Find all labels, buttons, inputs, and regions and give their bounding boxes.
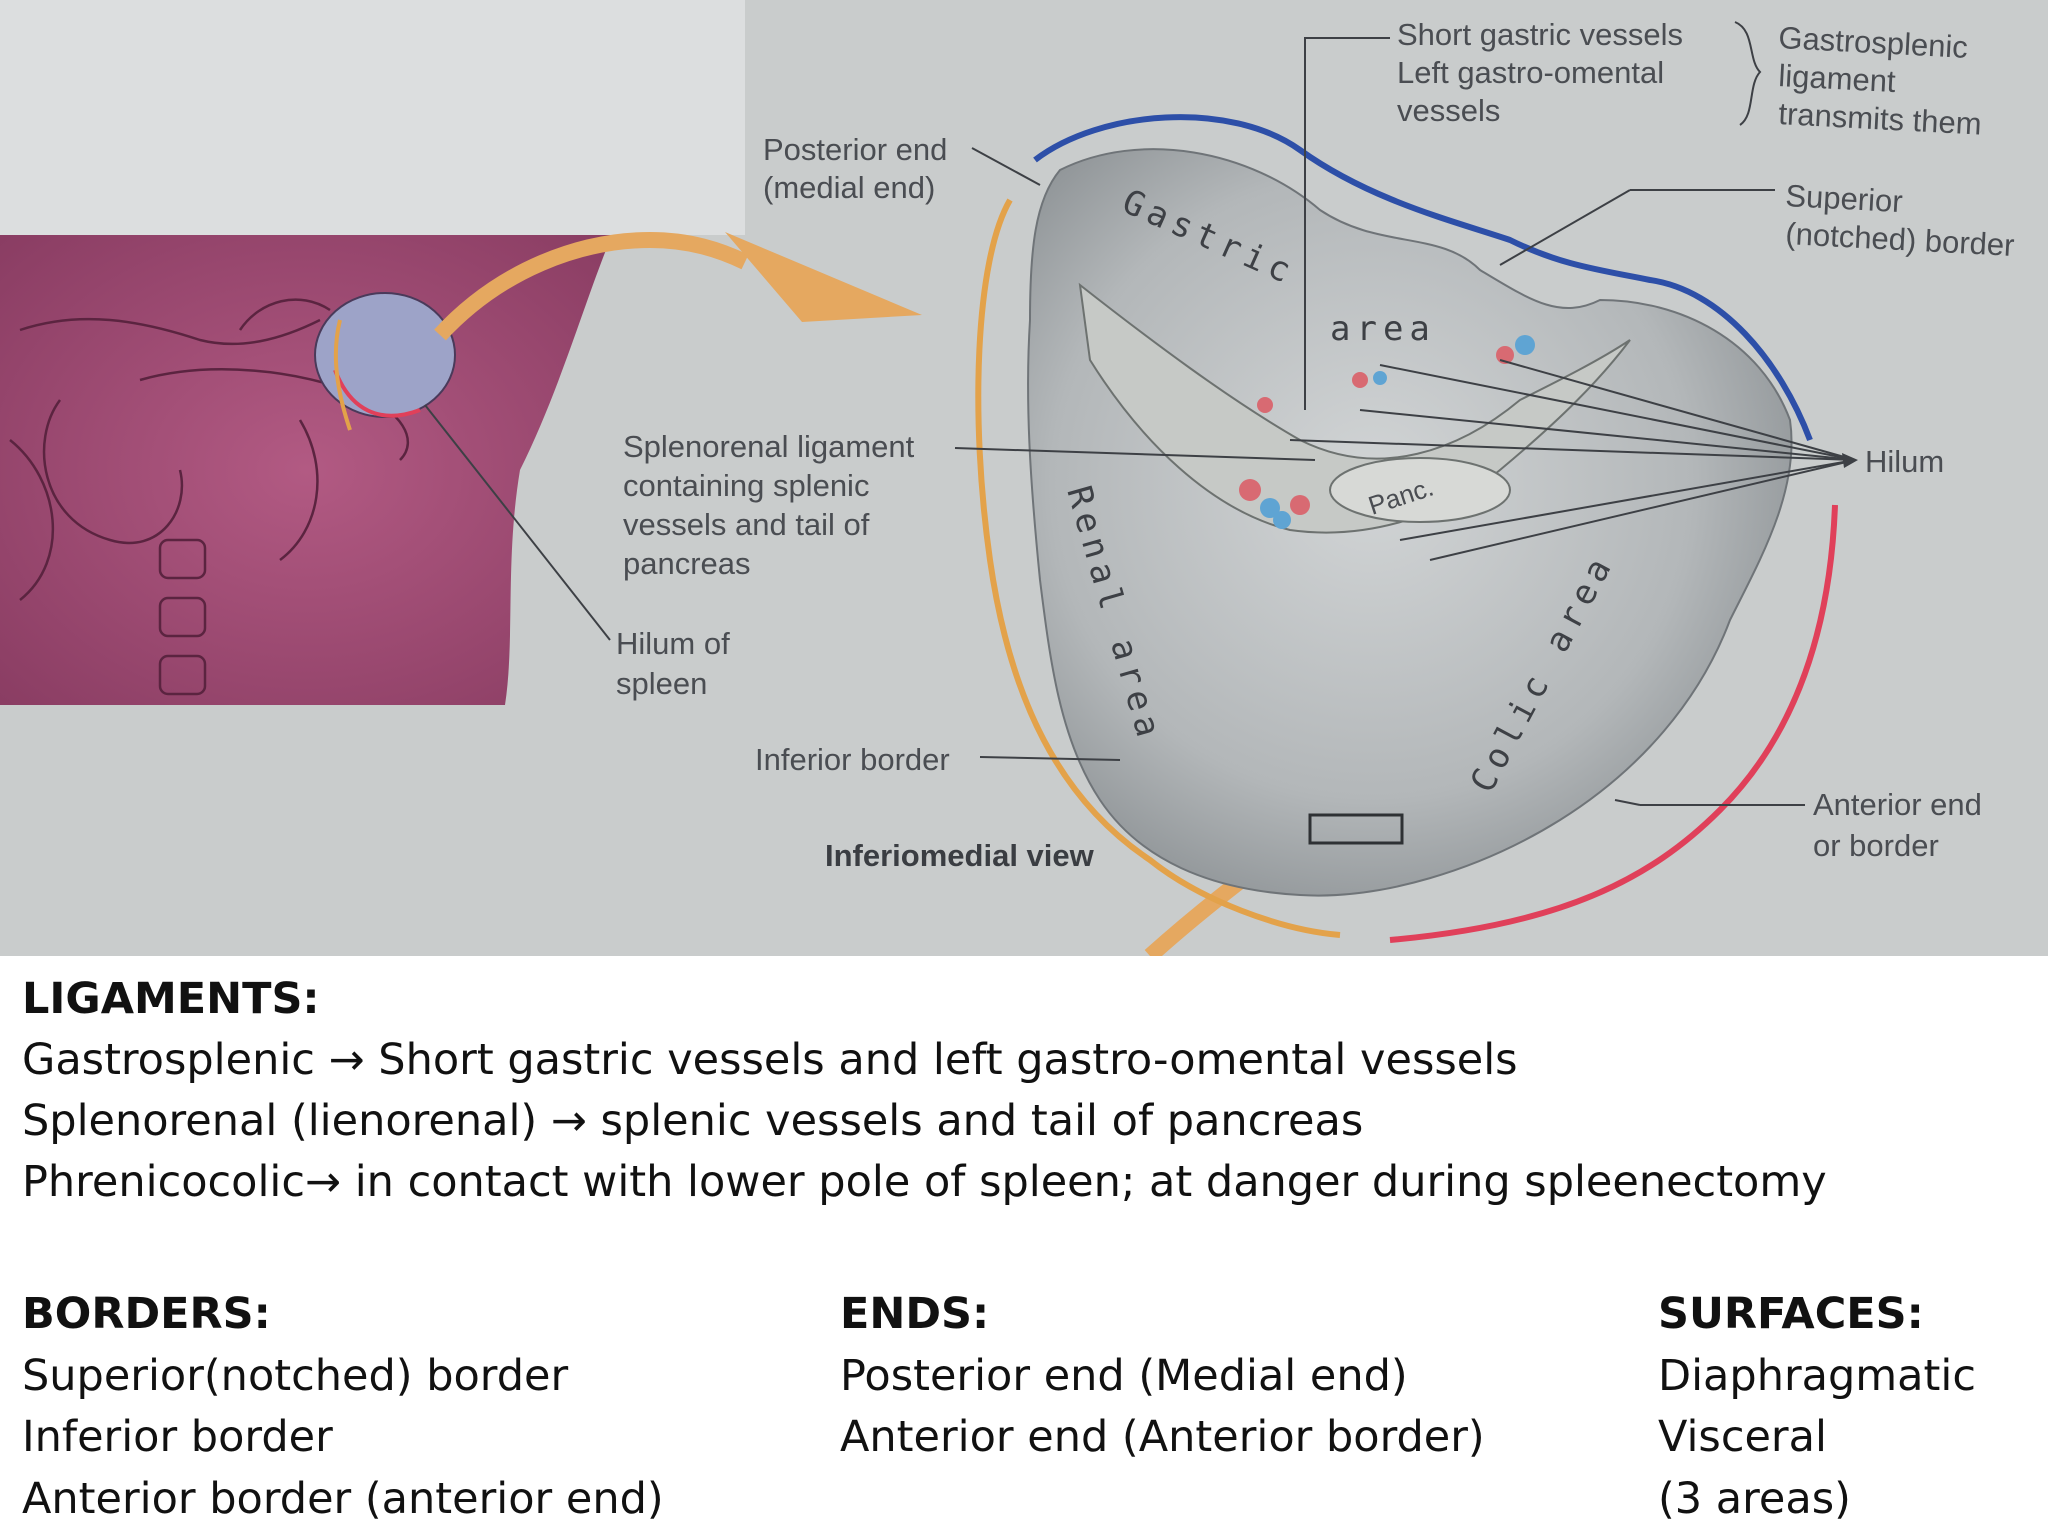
surfaces-column: SURFACES: Diaphragmatic Visceral (3 area… <box>1658 1284 1976 1530</box>
ends-heading: ENDS: <box>840 1289 990 1339</box>
end-item: Posterior end (Medial end) <box>840 1350 1408 1401</box>
ligaments-heading: LIGAMENTS: <box>22 974 320 1024</box>
border-item: Superior(notched) border <box>22 1350 569 1401</box>
label-gastrosplenic: Gastrosplenic <box>1778 20 1969 65</box>
label-gastric-area-word: area <box>1330 309 1436 349</box>
label-anterior-end: Anterior end <box>1813 787 1982 822</box>
ends-column: ENDS: Posterior end (Medial end) Anterio… <box>840 1284 1485 1469</box>
borders-heading: BORDERS: <box>22 1289 271 1339</box>
ligament-line-phrenicocolic: Phrenicocolic→ in contact with lower pol… <box>22 1157 1827 1207</box>
surface-item: Visceral <box>1658 1412 1827 1462</box>
label-superior: Superior <box>1785 178 1904 219</box>
label-posterior-end: Posterior end <box>763 132 947 167</box>
label-pancreas: pancreas <box>623 546 751 581</box>
surface-item: Diaphragmatic <box>1658 1350 1976 1401</box>
diagram-canvas: Short gastric vessels Left gastro-omenta… <box>0 0 2016 956</box>
header-patch <box>0 0 745 235</box>
label-ligament: ligament <box>1778 58 1897 99</box>
pancreas-tail <box>1329 457 1511 523</box>
label-notched-border: (notched) border <box>1785 216 2016 263</box>
label-medial-end: (medial end) <box>763 170 935 205</box>
label-short-gastric-vessels: Short gastric vessels <box>1397 17 1683 52</box>
label-containing-splenic: containing splenic <box>623 468 869 503</box>
ligament-line-gastrosplenic: Gastrosplenic → Short gastric vessels an… <box>22 1035 1518 1085</box>
torso-inset <box>0 235 612 705</box>
spleen-diagram: Short gastric vessels Left gastro-omenta… <box>0 0 2048 956</box>
marker-box <box>1308 813 1404 845</box>
end-item: Anterior end (Anterior border) <box>840 1412 1485 1462</box>
label-transmits-them: transmits them <box>1778 96 1983 142</box>
leader-lines <box>424 21 1856 806</box>
label-splenorenal-ligament: Splenorenal ligament <box>623 429 915 464</box>
label-or-border: or border <box>1813 828 1939 863</box>
border-item: Anterior border (anterior end) <box>22 1473 664 1524</box>
hilum-vessels <box>1239 335 1535 529</box>
label-left-gastro-omental: Left gastro-omental <box>1397 55 1664 90</box>
surface-item: (3 areas) <box>1658 1473 1851 1524</box>
label-hilum-of: Hilum of <box>616 626 730 661</box>
anterior-border-line <box>1389 504 1838 943</box>
inferior-border-line <box>975 198 1341 938</box>
label-vessels-and-tail: vessels and tail of <box>623 507 870 542</box>
borders-column: BORDERS: Superior(notched) border Inferi… <box>22 1284 664 1530</box>
superior-border-line <box>1033 114 1813 442</box>
label-hilum: Hilum <box>1865 444 1944 479</box>
label-inferiomedial-view: Inferiomedial view <box>825 838 1095 873</box>
label-spleen: spleen <box>616 666 707 701</box>
label-vessels: vessels <box>1397 93 1500 128</box>
label-inferior-border: Inferior border <box>755 742 950 777</box>
border-item: Inferior border <box>22 1412 333 1462</box>
ligament-line-splenorenal: Splenorenal (lienorenal) → splenic vesse… <box>22 1096 1364 1146</box>
surfaces-heading: SURFACES: <box>1658 1289 1924 1339</box>
orange-arrow <box>434 231 749 341</box>
notes-section: LIGAMENTS: Gastrosplenic → Short gastric… <box>0 956 2048 1536</box>
arrow-head <box>725 232 922 322</box>
